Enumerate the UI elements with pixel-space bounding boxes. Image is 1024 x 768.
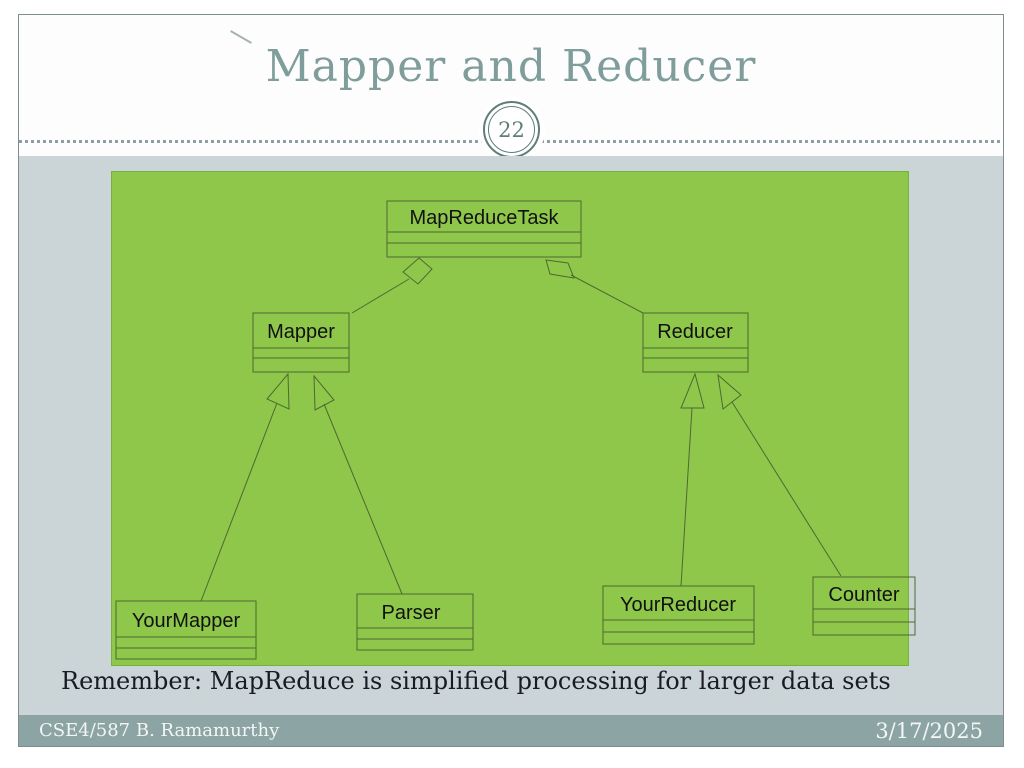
generalization-link-yourmapper <box>200 372 290 602</box>
class-box-reducer <box>642 312 749 373</box>
page-number-badge: 22 <box>479 97 545 163</box>
generalization-link-yourreducer <box>680 372 705 587</box>
class-label-parser: Parser <box>382 602 441 624</box>
aggregation-link-reducer <box>545 259 644 314</box>
aggregation-link-mapper <box>351 257 433 314</box>
class-box-mapreducetask <box>386 200 582 258</box>
footer-bar: CSE4/587 B. Ramamurthy 3/17/2025 <box>19 715 1003 746</box>
class-label-mapper: Mapper <box>267 321 335 343</box>
class-box-counter <box>812 576 916 636</box>
slide-note: Remember: MapReduce is simplified proces… <box>61 667 891 695</box>
class-label-mapreducetask: MapReduceTask <box>410 207 560 229</box>
diagram-canvas <box>111 171 909 666</box>
class-label-reducer: Reducer <box>657 321 733 343</box>
badge-outer-ring: 22 <box>483 101 540 158</box>
generalization-link-counter <box>717 373 842 577</box>
class-box-parser <box>356 593 474 651</box>
class-label-counter: Counter <box>828 584 899 606</box>
class-box-mapper <box>252 312 350 373</box>
slide-title: Mapper and Reducer <box>265 41 757 92</box>
page-number: 22 <box>498 117 525 142</box>
generalization-link-parser <box>313 374 403 595</box>
class-box-yourmapper <box>115 600 257 660</box>
badge-inner-ring: 22 <box>488 106 535 153</box>
footer-date-label: 3/17/2025 <box>875 718 983 743</box>
footer-course-label: CSE4/587 B. Ramamurthy <box>39 720 280 741</box>
class-label-yourmapper: YourMapper <box>132 610 241 632</box>
slide-content: MapReduceTask Mapper Reducer YourMapper … <box>19 156 1003 715</box>
uml-class-diagram: MapReduceTask Mapper Reducer YourMapper … <box>111 171 916 666</box>
class-label-yourreducer: YourReducer <box>620 594 736 616</box>
slide-frame: Mapper and Reducer 22 <box>18 14 1004 747</box>
class-box-yourreducer <box>602 585 755 645</box>
